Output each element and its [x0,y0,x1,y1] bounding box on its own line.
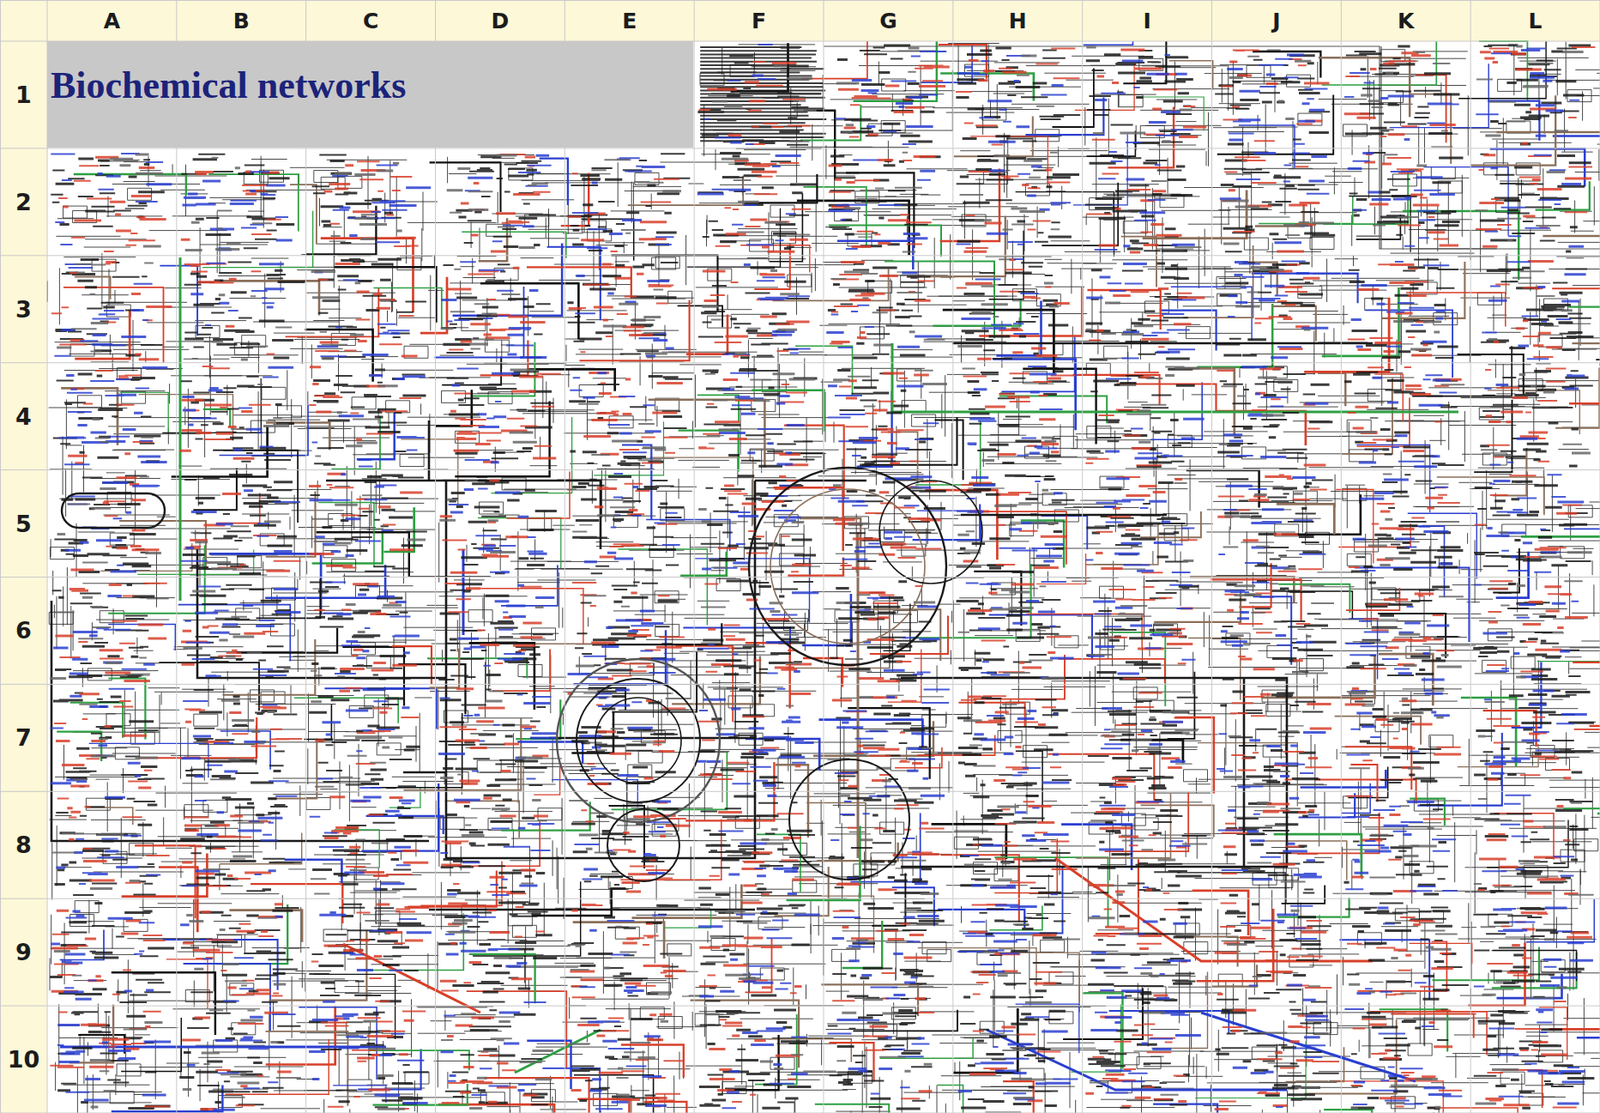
grid-line [564,0,566,1113]
tiny-text-mark [49,46,1595,1111]
metabolic-cycle [576,678,701,803]
grid-line [0,683,1600,685]
grid-line [0,41,1600,43]
metabolic-cycle [556,658,720,822]
row-number: 10 [1,1005,46,1113]
column-letter: I [1082,1,1213,40]
pathway-line [74,175,1421,1094]
pathway-line [224,245,1411,1095]
column-letter: B [176,1,307,40]
grid-line [0,147,1600,149]
grid-line [1211,0,1213,1113]
pathway-line [89,167,1509,1054]
grid-line [0,898,1600,900]
column-letter: F [694,1,824,40]
pathway-line [857,531,860,858]
metabolic-cycle [607,809,680,882]
column-letter: A [47,1,177,40]
column-letter: G [823,1,954,40]
chart-title: Biochemical networks [50,63,406,108]
row-number: 1 [1,41,46,149]
grid-line [175,0,177,1113]
grid-line [0,1005,1600,1007]
row-number: 5 [1,470,46,578]
grid-line [694,0,695,1113]
metabolic-cycle [879,480,983,584]
grid-line [434,0,436,1113]
grid-line [1340,0,1342,1113]
row-number: 9 [1,898,46,1006]
pathway-line [134,300,1160,934]
metabolic-cycle [789,759,910,880]
metabolic-cycle [595,697,682,784]
column-letter: H [953,1,1083,40]
row-number: 7 [1,683,46,791]
column-letter: J [1212,1,1342,40]
row-number: 6 [1,577,46,685]
pathway-line [235,172,1446,779]
grid-line [0,254,1600,256]
grid-line [0,469,1600,471]
metabolic-cycle [61,493,165,528]
grid-line [0,0,1600,1]
grid-line [0,362,1600,363]
pathway-line [318,196,1353,1059]
column-letter: E [564,1,695,40]
column-header-band [0,0,1600,42]
grid-line [952,0,954,1113]
tiny-text-mark [49,44,1594,1110]
grid-line [0,790,1600,792]
metabolic-cycle [770,489,925,644]
pathway-line [70,279,1600,1105]
metabolic-cycle [748,467,947,665]
row-header-band [0,0,48,1113]
pathway-line [1304,297,1389,373]
column-letter: L [1470,1,1600,40]
grid-line [1470,0,1472,1113]
column-letter: C [306,1,436,40]
column-letter: K [1340,1,1471,40]
grid-line [0,0,1,1113]
row-number: 8 [1,790,46,899]
pathway-line [111,110,1097,1090]
title-band [47,41,694,148]
grid-line [0,576,1600,578]
grid-line [823,0,825,1113]
pathway-line [269,301,1600,1069]
pathway-line [60,62,1600,959]
grid-line [47,0,49,1113]
column-letter: D [435,1,566,40]
grid-line [0,1112,1600,1113]
pathway-line [220,41,1445,770]
row-number: 4 [1,362,46,471]
pathway-line [108,299,1349,918]
row-number: 3 [1,255,46,363]
grid-line [1081,0,1083,1113]
grid-line [305,0,307,1113]
pathway-line [304,130,1513,1113]
row-number: 2 [1,148,46,256]
